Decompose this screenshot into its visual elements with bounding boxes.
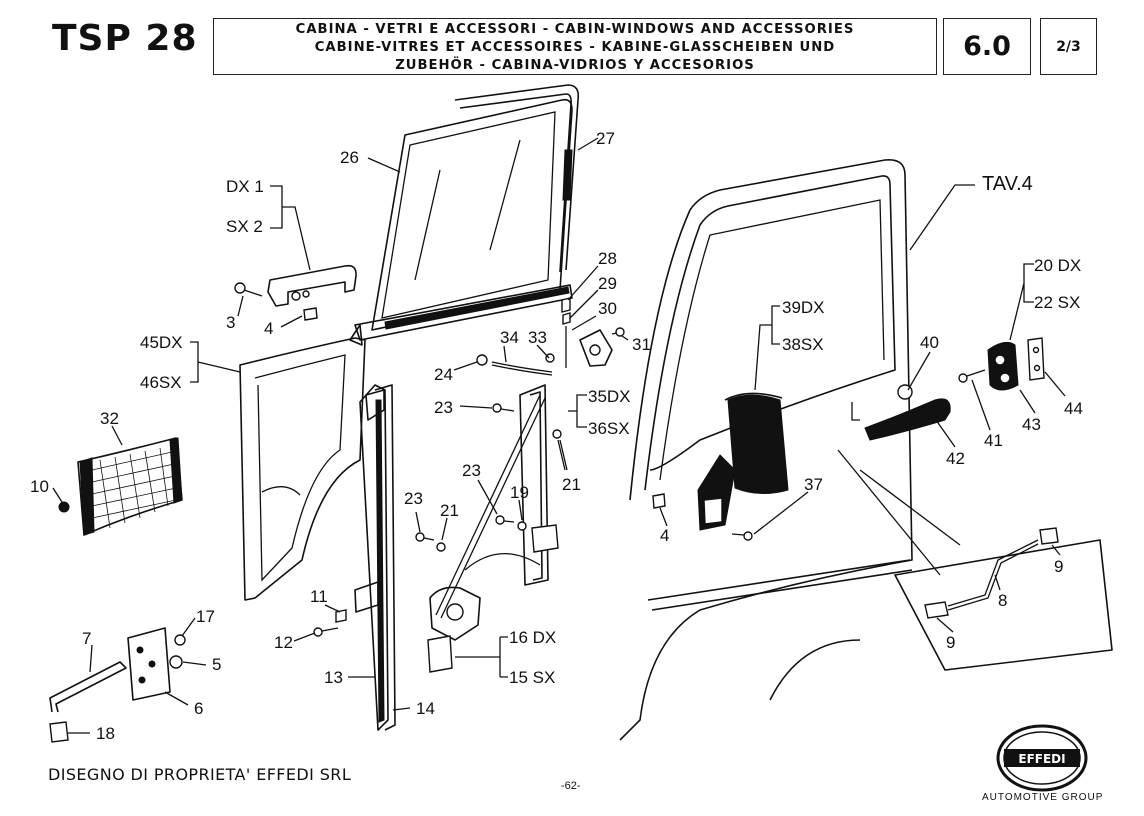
lock-rod-part-34 [476, 353, 555, 376]
screw-part-12 [313, 627, 339, 637]
section-number: 6.0 [943, 18, 1031, 75]
window-guide-rail-part [354, 384, 396, 731]
callout-43: 43 [1022, 415, 1041, 434]
callout-40: 40 [920, 333, 939, 352]
callout-7: 7 [82, 629, 91, 648]
callout-23-a: 23 [434, 398, 453, 417]
callout-33: 33 [528, 328, 547, 347]
callout-11: 11 [310, 587, 328, 606]
callout-21-a: 21 [562, 475, 581, 494]
nut-part-5 [169, 655, 183, 669]
callout-labels: 26 27 DX 1 SX 2 3 4 45DX 46SX 32 10 28 2… [30, 129, 1083, 743]
callout-4-left: 4 [264, 319, 273, 338]
callout-sx2: SX 2 [226, 217, 263, 236]
callout-29: 29 [598, 274, 617, 293]
callout-36sx: 36SX [588, 419, 630, 438]
callout-3: 3 [226, 313, 235, 332]
callout-18: 18 [96, 724, 115, 743]
callout-39dx: 39DX [782, 298, 825, 317]
callout-34: 34 [500, 328, 519, 347]
callout-23-c: 23 [404, 489, 423, 508]
window-regulator-part [427, 384, 559, 673]
callout-28: 28 [598, 249, 617, 268]
door-trim-panel-part [239, 337, 366, 601]
regulator-screws [415, 403, 562, 552]
section-title: CABINA - VETRI E ACCESSORI - CABIN-WINDO… [213, 18, 937, 75]
brand-tagline: AUTOMOTIVE GROUP [982, 792, 1104, 803]
callout-38sx: 38SX [782, 335, 824, 354]
callout-21-b: 21 [440, 501, 459, 520]
callout-31: 31 [632, 335, 651, 354]
rod-part-7 [49, 661, 127, 713]
striker-part [958, 337, 1045, 391]
outer-handle-part [851, 384, 951, 441]
logo-wordmark: EFFEDI [1018, 752, 1065, 766]
callout-9-left: 9 [946, 633, 955, 652]
callout-16dx: 16 DX [509, 628, 556, 647]
screw-part-10 [58, 501, 70, 513]
clip-part-4-right [652, 493, 666, 509]
screw-part-11 [335, 609, 347, 623]
callout-23-b: 23 [462, 461, 481, 480]
callout-10: 10 [30, 477, 49, 496]
cab-door-part [619, 158, 913, 741]
callout-9-right: 9 [1054, 557, 1063, 576]
callout-20dx: 20 DX [1034, 256, 1081, 275]
net-pocket-part [77, 437, 183, 536]
inner-handle-part [267, 264, 357, 307]
callout-46sx: 46SX [140, 373, 182, 392]
leader-lines [52, 137, 1066, 734]
callout-tav4: TAV.4 [982, 173, 1033, 195]
cap-part-18 [49, 721, 69, 743]
callout-14: 14 [416, 699, 435, 718]
callout-42: 42 [946, 449, 965, 468]
effedi-logo-icon: EFFEDI [996, 724, 1088, 792]
callout-44: 44 [1064, 399, 1083, 418]
callout-41: 41 [984, 431, 1003, 450]
callout-dx1: DX 1 [226, 177, 264, 196]
callout-8: 8 [998, 591, 1007, 610]
callout-45dx: 45DX [140, 333, 183, 352]
door-lock-part [561, 297, 625, 368]
title-line-3: ZUBEHÖR - CABINA-VIDRIOS Y ACCESORIOS [395, 58, 755, 73]
clip-part-4 [303, 307, 318, 321]
callout-19: 19 [510, 483, 529, 502]
detail-inset [837, 449, 1113, 671]
page-counter: 2/3 [1040, 18, 1097, 75]
callout-24: 24 [434, 365, 453, 384]
callout-37: 37 [804, 475, 823, 494]
page-number: -62- [561, 780, 581, 792]
mirror-part [697, 392, 789, 531]
callout-35dx: 35DX [588, 387, 631, 406]
callout-6: 6 [194, 699, 203, 718]
screw-part-37 [731, 531, 753, 541]
glass-lower-channel-part [349, 284, 573, 346]
callout-5: 5 [212, 655, 221, 674]
callout-12: 12 [274, 633, 293, 652]
callout-17: 17 [196, 607, 215, 626]
title-line-1: CABINA - VETRI E ACCESSORI - CABIN-WINDO… [295, 22, 855, 37]
model-code: TSP 28 [52, 18, 198, 59]
callout-4-right: 4 [660, 526, 669, 545]
glass-run-channel-part [454, 84, 580, 273]
callout-26: 26 [340, 148, 359, 167]
callout-22sx: 22 SX [1034, 293, 1080, 312]
callout-13: 13 [324, 668, 343, 687]
ownership-notice: DISEGNO DI PROPRIETA' EFFEDI SRL [48, 765, 352, 784]
title-line-2: CABINE-VITRES ET ACCESSOIRES - KABINE-GL… [314, 40, 836, 55]
bracket-part-6 [127, 627, 171, 701]
callout-27: 27 [596, 129, 615, 148]
callout-32: 32 [100, 409, 119, 428]
nut-part-17 [174, 634, 186, 646]
callout-30: 30 [598, 299, 617, 318]
screw-part-3 [234, 282, 263, 297]
callout-15sx: 15 SX [509, 668, 555, 687]
